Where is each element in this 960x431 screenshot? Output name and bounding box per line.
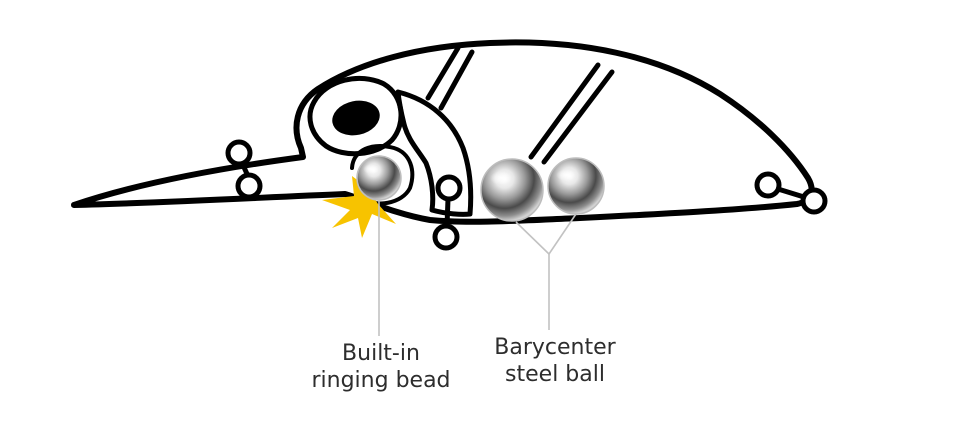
label-barycenter-line2: steel ball <box>505 362 605 387</box>
label-ringing-bead-line2: ringing bead <box>311 368 451 393</box>
body-stripes <box>425 45 615 165</box>
bead-cavity-outline <box>350 144 415 206</box>
ring-tail <box>754 171 828 215</box>
ring-nose <box>225 139 263 200</box>
leader-line-ball-left <box>515 221 550 255</box>
stripe-rear-b <box>541 69 615 165</box>
label-barycenter-steel-ball: Barycenter steel ball <box>470 334 640 388</box>
spark-icon <box>322 176 396 238</box>
steel-ball-rear <box>547 157 605 215</box>
label-ringing-bead-line1: Built-in <box>342 341 420 366</box>
split-rings <box>225 139 828 251</box>
lure-eye <box>307 75 404 157</box>
leader-line-ball-right <box>548 213 577 255</box>
label-barycenter-line1: Barycenter <box>494 335 616 360</box>
steel-ball-front <box>480 158 544 222</box>
stripe-rear-a <box>528 62 601 160</box>
stripe-front-a <box>425 45 461 101</box>
lure-body-outline <box>71 39 815 225</box>
eye-pupil <box>332 100 380 136</box>
ring-belly <box>432 174 463 251</box>
leader-lines <box>378 200 577 336</box>
ringing-bead <box>356 155 402 201</box>
eye-socket-outline <box>307 75 404 157</box>
gill-plate-outline <box>395 89 474 217</box>
label-ringing-bead: Built-in ringing bead <box>296 340 466 394</box>
stripe-front-b <box>438 49 475 111</box>
